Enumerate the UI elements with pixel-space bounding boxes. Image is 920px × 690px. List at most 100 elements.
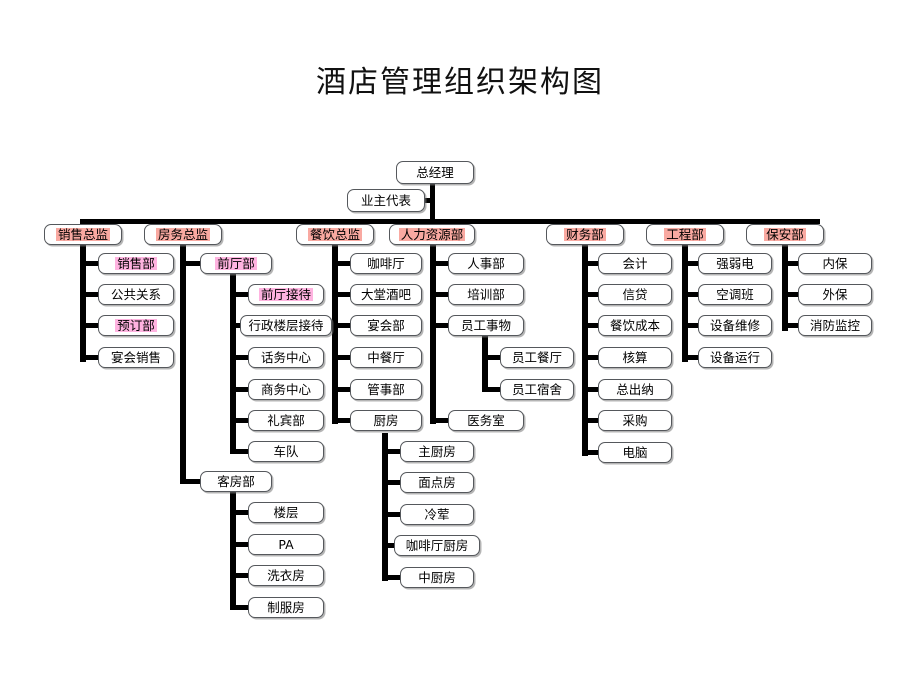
node-label: 电脑 (622, 444, 648, 460)
node-hk-3[interactable]: 洗衣房 (248, 565, 324, 586)
node-fb-director[interactable]: 餐饮总监 (296, 224, 374, 245)
node-security-dept[interactable]: 保安部 (746, 224, 824, 245)
node-fin-1[interactable]: 会计 (598, 253, 672, 274)
node-sales-1[interactable]: 销售部 (98, 253, 174, 274)
connector-security-trunk (782, 244, 788, 331)
node-hk-1[interactable]: 楼层 (248, 502, 324, 523)
node-fb-2[interactable]: 大堂酒吧 (350, 284, 422, 305)
node-label: 咖啡厅 (367, 255, 405, 271)
node-fo-1[interactable]: 前厅接待 (248, 284, 324, 305)
connector-kitchen-stub-3 (382, 512, 402, 517)
node-hr-dept[interactable]: 人力资源部 (389, 224, 475, 245)
node-kt-1[interactable]: 主厨房 (400, 441, 474, 462)
node-fo-6[interactable]: 车队 (248, 441, 324, 462)
node-eng-4[interactable]: 设备运行 (698, 347, 772, 368)
node-label: 中厨房 (418, 569, 456, 585)
connector-drop-engineering (682, 219, 687, 226)
connector-fo-stub-4 (230, 387, 250, 392)
node-fo-5[interactable]: 礼宾部 (248, 410, 324, 431)
node-owner-rep[interactable]: 业主代表 (347, 189, 425, 212)
node-sales-4[interactable]: 宴会销售 (98, 347, 174, 368)
node-fin-6[interactable]: 采购 (598, 410, 672, 431)
node-finance-dept[interactable]: 财务部 (546, 224, 624, 245)
node-label: PA (278, 536, 294, 552)
connector-sales-stub-1 (80, 261, 100, 266)
connector-kitchen-stub-1 (382, 449, 402, 454)
node-sec-3[interactable]: 消防监控 (798, 315, 872, 336)
node-sales-3[interactable]: 预订部 (98, 315, 174, 336)
node-front-office[interactable]: 前厅部 (200, 253, 272, 274)
node-hk-4[interactable]: 制服房 (248, 597, 324, 618)
node-fin-3[interactable]: 餐饮成本 (598, 315, 672, 336)
connector-kitchen-trunk (382, 433, 388, 581)
node-kt-3[interactable]: 冷荤 (400, 504, 474, 525)
connector-fb-stub-6 (332, 418, 352, 423)
node-fb-5[interactable]: 管事部 (350, 379, 422, 400)
connector-kitchen-stub-5 (382, 575, 402, 580)
node-fo-3[interactable]: 话务中心 (248, 347, 324, 368)
node-engineering-dept[interactable]: 工程部 (646, 224, 724, 245)
node-fin-7[interactable]: 电脑 (598, 442, 672, 463)
node-fb-1[interactable]: 咖啡厅 (350, 253, 422, 274)
connector-rooms-stub-hk (180, 479, 200, 484)
node-label: 设备维修 (709, 317, 760, 333)
node-label: 信贷 (622, 286, 648, 302)
connector-hk-stub-3 (230, 573, 250, 578)
connector-hr-trunk (430, 244, 436, 424)
node-rooms-director[interactable]: 房务总监 (144, 224, 222, 245)
node-label: 员工餐厅 (511, 349, 562, 365)
connector-security-stub-1 (782, 261, 802, 266)
node-label: 客房部 (217, 473, 255, 489)
node-sales-director[interactable]: 销售总监 (44, 224, 122, 245)
node-eng-3[interactable]: 设备维修 (698, 315, 772, 336)
node-fb-3[interactable]: 宴会部 (350, 315, 422, 336)
node-kitchen[interactable]: 厨房 (350, 410, 422, 431)
connector-fo-stub-6 (230, 449, 250, 454)
node-fo-4[interactable]: 商务中心 (248, 379, 324, 400)
node-label: 空调班 (716, 286, 754, 302)
node-kt-4[interactable]: 咖啡厅厨房 (394, 535, 480, 556)
node-sec-2[interactable]: 外保 (798, 284, 872, 305)
node-label: 面点房 (418, 474, 456, 490)
node-fin-4[interactable]: 核算 (598, 347, 672, 368)
node-sales-2[interactable]: 公共关系 (98, 284, 174, 305)
node-sec-1[interactable]: 内保 (798, 253, 872, 274)
node-fb-4[interactable]: 中餐厅 (350, 347, 422, 368)
connector-fo-trunk (230, 274, 236, 454)
node-label: 管事部 (367, 381, 405, 397)
connector-hr-stub-1 (430, 261, 450, 266)
node-label: 制服房 (267, 599, 305, 615)
connector-sales-stub-3 (80, 323, 100, 328)
node-label: 外保 (822, 286, 848, 302)
node-label: 消防监控 (809, 317, 860, 333)
node-label: 话务中心 (260, 349, 311, 365)
node-sa-1[interactable]: 员工餐厅 (500, 347, 574, 368)
connector-hr-stub-3 (430, 323, 450, 328)
node-fin-2[interactable]: 信贷 (598, 284, 672, 305)
node-hk-2[interactable]: PA (248, 534, 324, 555)
node-staff-affairs[interactable]: 员工事物 (448, 315, 524, 336)
node-eng-1[interactable]: 强弱电 (698, 253, 772, 274)
node-hr-1[interactable]: 人事部 (448, 253, 524, 274)
page-title: 酒店管理组织架构图 (316, 65, 604, 100)
node-kt-2[interactable]: 面点房 (400, 472, 474, 493)
connector-finance-stub-1 (582, 261, 602, 266)
connector-drop-finance (582, 219, 587, 226)
node-hr-4[interactable]: 医务室 (448, 410, 524, 431)
node-general-manager[interactable]: 总经理 (396, 161, 474, 184)
node-hr-2[interactable]: 培训部 (448, 284, 524, 305)
node-fin-5[interactable]: 总出纳 (598, 379, 672, 400)
node-sa-2[interactable]: 员工宿舍 (500, 379, 574, 400)
connector-drop-fb (332, 219, 337, 226)
connector-fb-stub-4 (332, 355, 352, 360)
node-label: 洗衣房 (267, 567, 305, 583)
connector-rooms-stub-fo (180, 261, 200, 266)
connector-finance-stub-5 (582, 387, 602, 392)
node-eng-2[interactable]: 空调班 (698, 284, 772, 305)
connector-sales-stub-4 (80, 355, 100, 360)
node-kt-5[interactable]: 中厨房 (400, 567, 474, 588)
node-housekeeping[interactable]: 客房部 (200, 471, 272, 492)
connector-engineering-stub-3 (682, 323, 702, 328)
node-fo-2[interactable]: 行政楼层接待 (240, 315, 332, 336)
